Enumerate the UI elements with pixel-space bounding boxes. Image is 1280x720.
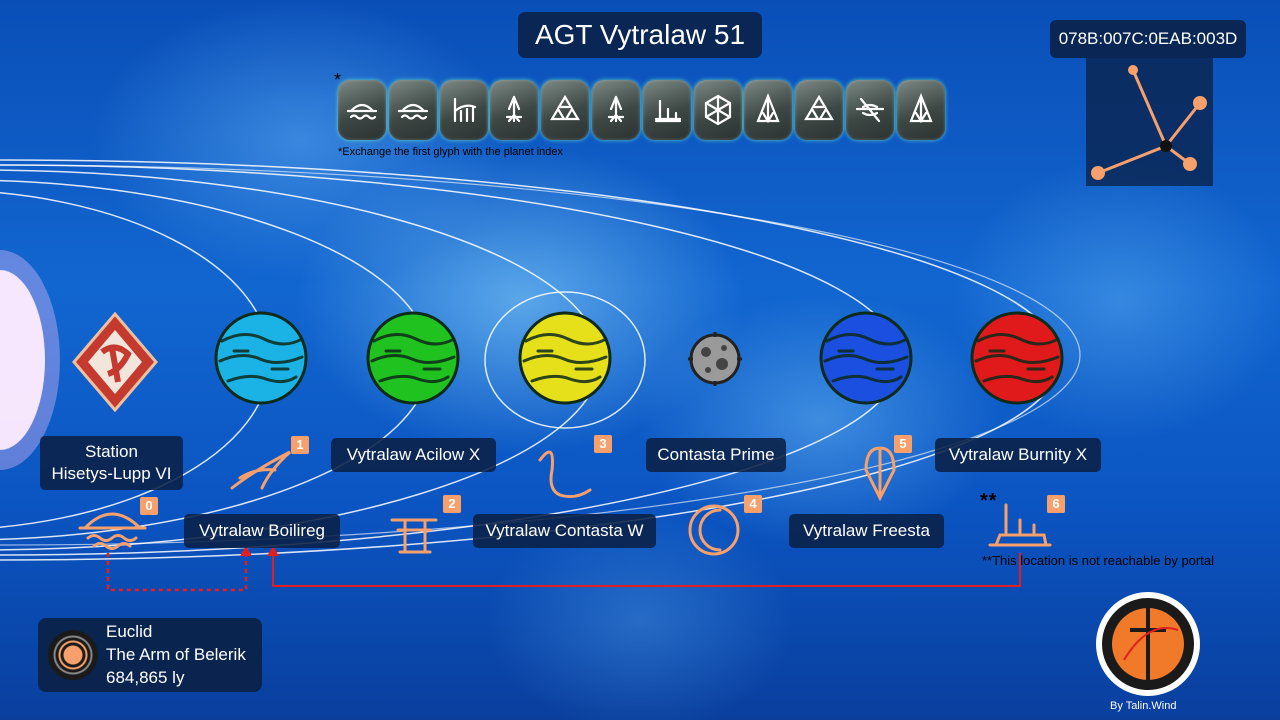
planet-icon-6[interactable] — [970, 311, 1064, 405]
index-badge-1: 1 — [291, 436, 309, 454]
planet-icon-2[interactable] — [366, 311, 460, 405]
rocket-glyph-icon — [592, 80, 640, 140]
tent-glyph-icon — [744, 80, 793, 140]
index-badge-3: 3 — [594, 435, 612, 453]
glyph-symbol — [453, 97, 476, 123]
glyph-symbol — [506, 95, 523, 123]
label-freesta: Vytralaw Freesta — [789, 514, 944, 548]
glyph-symbol — [550, 94, 581, 121]
system-map-graph — [1091, 65, 1207, 180]
planet-icon-5[interactable] — [819, 311, 913, 405]
glyph-note-marker: * — [334, 70, 342, 90]
galaxy-distance: 684,865 ly — [106, 668, 185, 687]
galaxy-icon — [48, 630, 98, 680]
label-acilow: Vytralaw Acilow X — [331, 438, 496, 472]
glyph-symbol — [756, 93, 781, 124]
bird-glyph-icon — [439, 80, 488, 140]
sunset-glyph-icon — [338, 80, 386, 140]
hexagon-glyph-icon — [693, 80, 742, 140]
glyph-symbol — [607, 95, 625, 123]
moon-icon[interactable] — [686, 330, 744, 388]
label-station: Station Hisetys-Lupp VI — [40, 436, 183, 490]
galaxy-region: The Arm of Belerik — [106, 645, 246, 664]
system-map — [1086, 58, 1213, 186]
triangles-glyph-icon — [541, 80, 590, 140]
portal-address: 078B:007C:0EAB:003D — [1050, 20, 1246, 58]
triangles-glyph-icon — [795, 80, 844, 140]
glyph-symbol — [909, 93, 933, 124]
planet-icon-1[interactable] — [214, 311, 308, 405]
label-contasta-w: Vytralaw Contasta W — [473, 514, 656, 548]
glyph-symbol — [654, 99, 681, 123]
label-burnity: Vytralaw Burnity X — [935, 438, 1101, 472]
agt-logo — [1094, 590, 1202, 698]
boat-glyph-icon — [642, 80, 691, 140]
glyph-symbol — [397, 103, 428, 120]
index-badge-4: 4 — [744, 495, 762, 513]
index-badge-5: 5 — [894, 435, 912, 453]
glyph-symbol — [704, 94, 731, 126]
planet-icon-3[interactable] — [518, 311, 612, 405]
unreachable-marker: ** — [980, 490, 998, 512]
insect-glyph-icon — [846, 80, 894, 140]
index-badge-0: 0 — [140, 497, 158, 515]
galaxy-name: Euclid — [106, 622, 153, 641]
label-contasta-prime: Contasta Prime — [646, 438, 786, 472]
credit: By Talin.Wind — [1110, 700, 1177, 712]
unreachable-note: **This location is not reachable by port… — [982, 553, 1214, 568]
index-badge-6: 6 — [1047, 495, 1065, 513]
label-boilireg: Vytralaw Boilireg — [184, 514, 340, 548]
glyph-note: *Exchange the first glyph with the plane… — [338, 146, 564, 158]
glyph-symbol — [346, 103, 378, 120]
glyph-symbol — [804, 94, 835, 121]
station-icon[interactable] — [72, 311, 158, 413]
tent-glyph-icon — [896, 80, 945, 140]
index-badge-2: 2 — [443, 495, 461, 513]
glyph-symbol — [855, 97, 885, 123]
sunset-glyph-icon — [388, 80, 437, 140]
page-title: AGT Vytralaw 51 — [518, 12, 762, 58]
rocket-glyph-icon — [490, 80, 539, 140]
galaxy-info: Euclid The Arm of Belerik 684,865 ly — [38, 618, 262, 692]
